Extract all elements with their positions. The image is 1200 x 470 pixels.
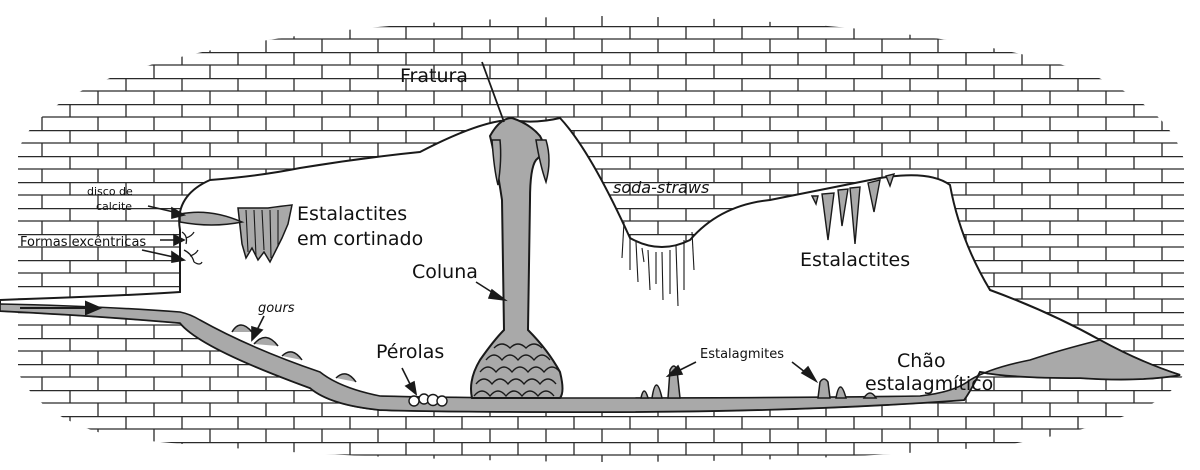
label-estalactites-cortinado-line1: Estalactites	[297, 203, 407, 225]
label-disco-de: disco de	[87, 185, 133, 198]
label-perolas: Pérolas	[376, 341, 444, 363]
label-formas-excentricas: Formas excêntricas	[20, 235, 146, 250]
label-gours: gours	[258, 301, 295, 316]
label-soda-straws: soda-straws	[613, 178, 709, 197]
label-calcite: calcite	[96, 200, 132, 213]
label-fratura: Fratura	[400, 65, 468, 87]
label-estalactites-cortinado-line2: em cortinado	[297, 228, 423, 250]
label-chao-line1: Chão	[897, 350, 946, 372]
label-estalagmites: Estalagmites	[700, 347, 784, 362]
label-chao-line2: estalagmítico	[865, 373, 993, 395]
label-estalactites: Estalactites	[800, 249, 910, 271]
label-coluna: Coluna	[412, 261, 478, 283]
